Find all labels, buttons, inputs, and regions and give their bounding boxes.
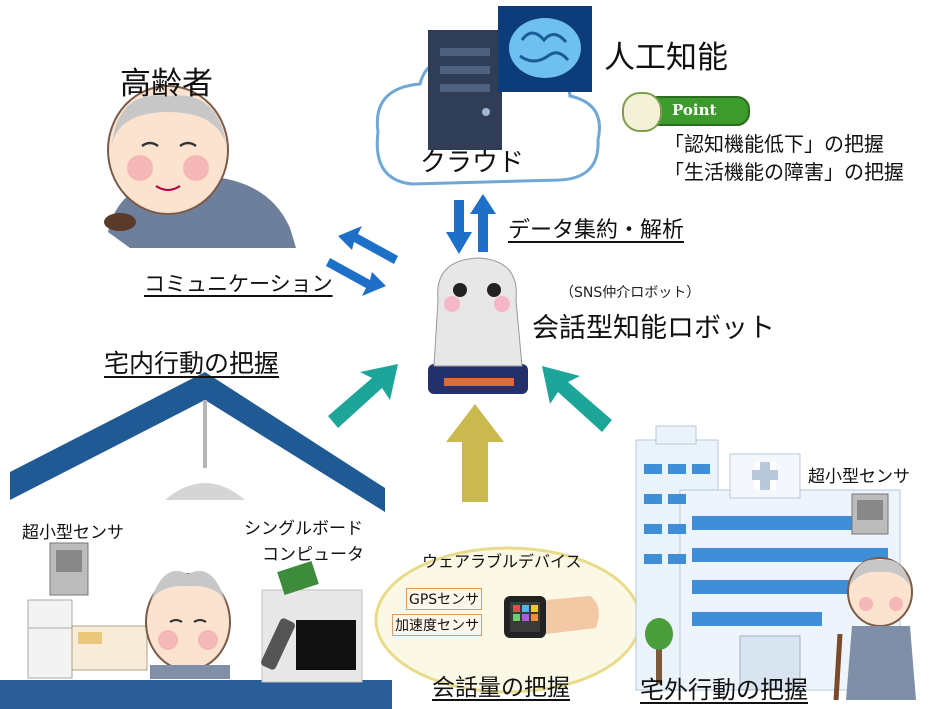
ai-label: 人工知能: [604, 40, 728, 76]
elderly-home-figure: [145, 571, 231, 679]
lamp-shade: [165, 483, 245, 500]
robot-figure: [428, 257, 528, 394]
house-floor: [0, 680, 392, 709]
point-line-2: 「生活機能の障害」の把握: [664, 160, 904, 184]
elderly-outside-figure: [833, 557, 916, 701]
arrow-comm-to-elderly: [338, 226, 398, 264]
arrow-comm-to-robot: [326, 258, 386, 296]
hospital-entrance: [739, 635, 801, 691]
small-sensor-right-label: 超小型センサ: [808, 467, 910, 487]
tv: [296, 620, 356, 670]
sbc-board: [277, 561, 319, 595]
elderly-top-figure: [104, 85, 296, 248]
arrow-conversation-to-robot: [446, 404, 504, 502]
arrow-home-to-robot: [328, 364, 398, 428]
data-aggregation-label: データ集約・解析: [508, 218, 685, 243]
robot-sub-label: （SNS仲介ロボット）: [560, 285, 701, 301]
accel-sensor-label: 加速度センサ: [392, 614, 482, 636]
outside-behavior-label: 宅外行動の把握: [640, 676, 808, 704]
gps-sensor-label: GPSセンサ: [406, 588, 483, 610]
arrow-outside-to-robot: [542, 366, 612, 432]
tree: [645, 618, 673, 684]
sbc-label-line-2: コンピュータ: [262, 545, 364, 565]
point-line-1: 「認知機能低下」の把握: [664, 132, 884, 156]
house-roof: [10, 372, 385, 512]
elderly-label: 高齢者: [120, 66, 213, 102]
hospital-windows: [644, 464, 888, 626]
wearable-label: ウェアラブルデバイス: [422, 552, 582, 571]
home-behavior-label: 宅内行動の把握: [104, 349, 280, 378]
point-bulb-icon: [622, 92, 662, 132]
arrow-down: [446, 200, 472, 254]
small-sensor-left-label: 超小型センサ: [22, 523, 124, 543]
cloud-group: [375, 6, 601, 186]
brain-icon: [509, 18, 581, 78]
communication-label: コミュニケーション: [144, 272, 333, 296]
sbc-label-line-1: シングルボード: [244, 519, 363, 539]
fridge: [27, 599, 73, 679]
tv-remote: [261, 618, 295, 670]
point-badge: Point: [622, 92, 750, 132]
conversation-label: 会話量の把握: [432, 675, 570, 701]
arrow-up: [470, 194, 496, 252]
robot-main-label: 会話型知能ロボット: [532, 313, 775, 344]
wrist: [546, 596, 599, 634]
point-badge-label: Point: [672, 101, 717, 119]
cloud-label: クラウド: [420, 148, 525, 178]
